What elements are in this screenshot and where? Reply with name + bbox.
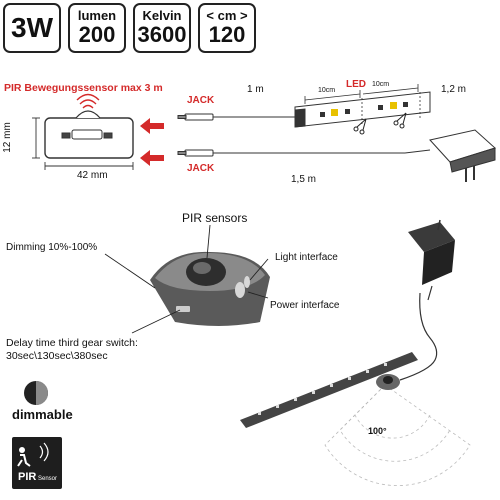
length-label: < cm > — [206, 8, 248, 23]
installation-illustration — [240, 219, 471, 486]
power-badge: 3W — [3, 3, 61, 53]
dimmable-label: dimmable — [12, 407, 73, 422]
kelvin-badge: Kelvin 3600 — [133, 3, 191, 53]
dim-height-label: 12 mm — [1, 122, 13, 153]
dimmable-icon — [24, 381, 48, 405]
sensor-device-drawing — [150, 251, 270, 326]
sensor-title: PIR Bewegungssensor max 3 m — [4, 82, 163, 94]
length-badge: < cm > 120 — [198, 3, 256, 53]
dim-width-label: 42 mm — [77, 170, 108, 181]
pir-icon-sub: Sensor — [38, 476, 58, 482]
jack-top-label: JACK — [187, 95, 215, 106]
angle-label: 100° — [368, 426, 387, 436]
jack-bottom-label: JACK — [187, 163, 215, 174]
lumen-badge: lumen 200 — [68, 3, 126, 53]
segment-1-label: 10cm — [318, 87, 336, 94]
cable-bottom-label: 1,5 m — [291, 174, 317, 185]
pir-sensor-icon — [12, 437, 62, 489]
lumen-value: 200 — [78, 22, 116, 47]
scissors-icon — [353, 112, 407, 135]
pir-sensors-label: PIR sensors — [182, 211, 248, 225]
strip-length-label: 1,2 m — [441, 84, 467, 95]
signal-icon — [76, 93, 100, 109]
led-label: LED — [346, 79, 366, 90]
lumen-label: lumen — [77, 8, 117, 23]
sensor-box-drawing — [44, 110, 134, 159]
red-arrow-icons — [140, 118, 164, 166]
power-value: 3W — [11, 12, 53, 43]
kelvin-value: 3600 — [137, 22, 187, 47]
dimming-label: Dimming 10%-100% — [6, 242, 98, 253]
delay-line1: Delay time third gear switch: — [6, 337, 138, 349]
segment-2-label: 10cm — [372, 81, 390, 88]
light-interface-label: Light interface — [275, 252, 338, 263]
kelvin-label: Kelvin — [142, 8, 182, 23]
delay-line2: 30sec\130sec\380sec — [6, 350, 108, 362]
pir-icon-label: PIR — [18, 471, 37, 483]
length-value: 120 — [208, 22, 246, 47]
cable-top-label: 1 m — [247, 84, 264, 95]
power-interface-label: Power interface — [270, 300, 340, 311]
